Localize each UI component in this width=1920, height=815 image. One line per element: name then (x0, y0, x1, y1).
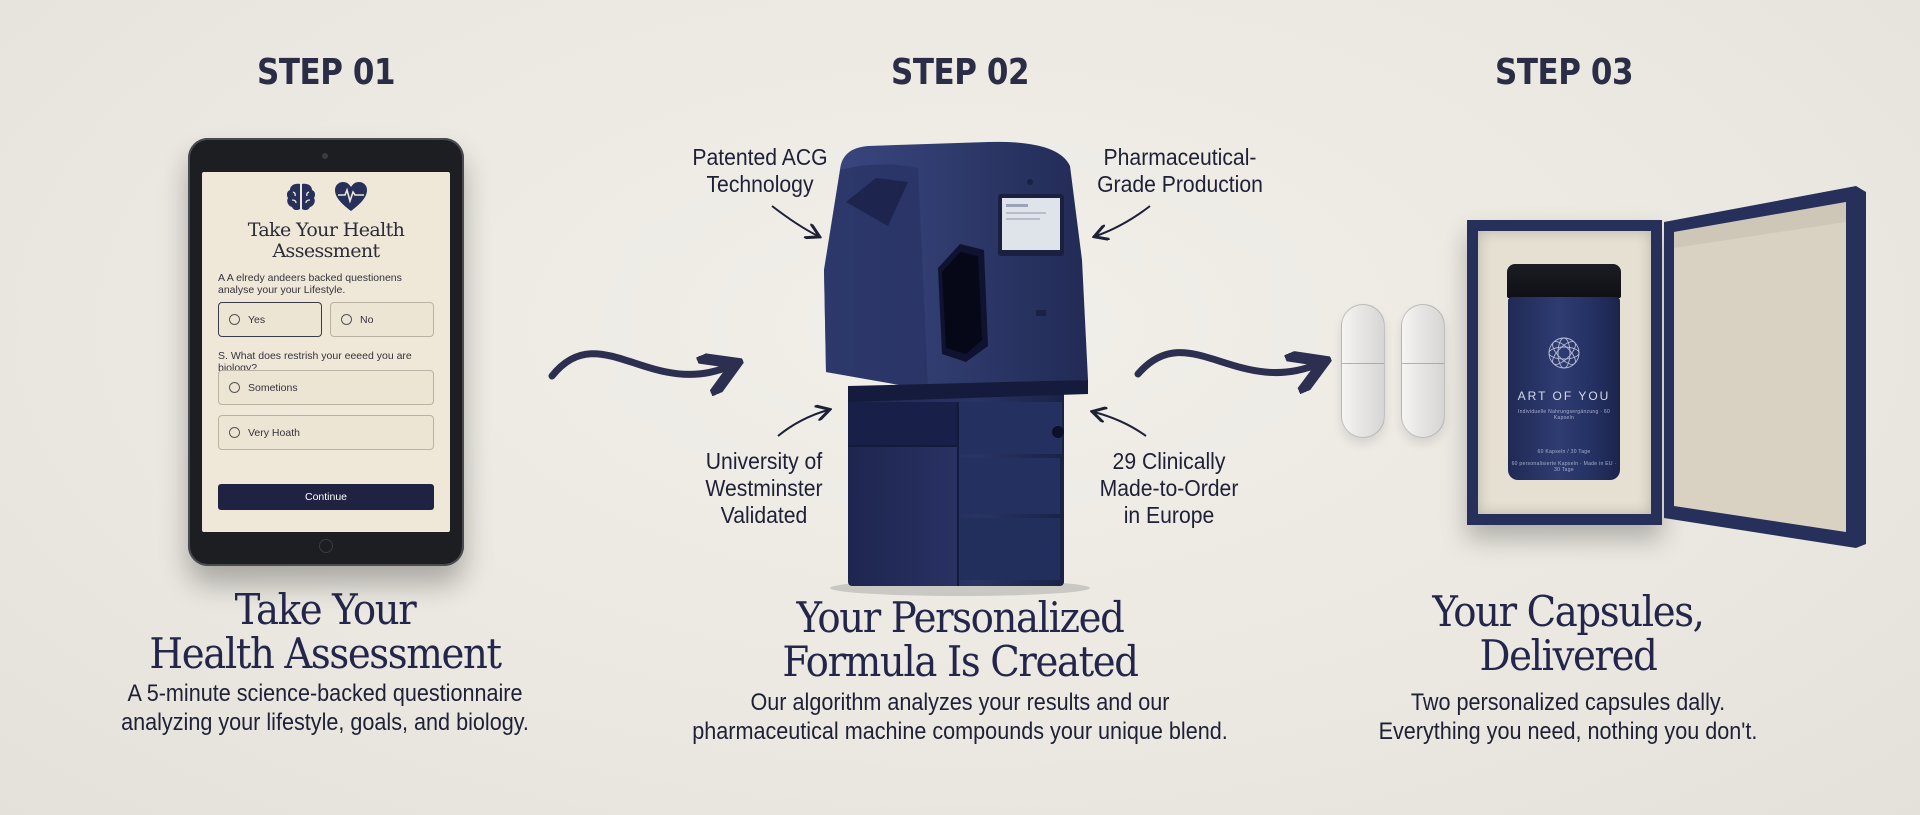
callout-patented-acg-line1: Patented ACG (692, 144, 828, 170)
callout-pharma-grade-line1: Pharmaceutical- (1103, 144, 1257, 170)
tablet-device: Take Your Health Assessment A A elredy a… (188, 138, 464, 566)
step-03-description-line2: Everything you need, nothing you don't. (1378, 718, 1758, 745)
option-sometions-label: Sometions (248, 381, 298, 394)
step-01-description-line1: A 5-minute science-backed questionnaire (127, 680, 523, 707)
step-03-description-line1: Two personalized capsules dally. (1410, 689, 1726, 716)
callout-clinically-made: 29 Clinically Made-to-Order in Europe (1091, 448, 1247, 529)
step-03-description: Two personalized capsules dally. Everyth… (1343, 688, 1793, 746)
callout-patented-acg: Patented ACG Technology (686, 144, 833, 198)
option-sometions[interactable]: Sometions (218, 370, 434, 405)
option-no[interactable]: No (330, 302, 434, 337)
flow-arrow-1-to-2 (548, 350, 730, 376)
callout-clinically-made-line3: in Europe (1123, 502, 1215, 528)
jar-lid (1507, 264, 1621, 298)
assessment-title: Take Your Health Assessment (202, 220, 450, 262)
lotus-logo-icon (1548, 337, 1580, 369)
assessment-title-line1: Take Your Health (247, 219, 405, 241)
step-01-description-line2: analyzing your lifestyle, goals, and bio… (121, 709, 529, 736)
step-02-description-line1: Our algorithm analyzes your results and … (750, 689, 1170, 716)
radio-icon (229, 382, 240, 393)
callout-pharma-grade: Pharmaceutical- Grade Production (1088, 144, 1272, 198)
callout-pharma-grade-line2: Grade Production (1097, 171, 1263, 197)
callout-westminster-line2: Westminster (705, 475, 823, 501)
pointer-arrow (1096, 205, 1151, 236)
jar-fine-print-2: 60 Kapseln / 30 Tage (1537, 449, 1591, 455)
step-03-headline-line1: Your Capsules, (1432, 587, 1705, 636)
question-1-text: A A elredy andeers backed questionens an… (218, 272, 402, 296)
radio-icon (229, 427, 240, 438)
capsule-2 (1401, 304, 1445, 438)
brain-icon (286, 183, 315, 211)
flow-arrow-2-to-3 (1134, 349, 1318, 374)
jar-fine-print-3: 60 personalisierte Kapseln · Made in EU … (1511, 461, 1617, 473)
supplement-jar: ART OF YOU Individuelle Nahrungsergänzun… (1507, 264, 1621, 480)
step-02-headline-line2: Formula Is Created (782, 637, 1139, 686)
callout-westminster-line1: University of (705, 448, 823, 474)
step-01-label: STEP 01 (256, 52, 396, 93)
step-01-headline: Take Your Health Assessment (118, 588, 532, 676)
step-03-label: STEP 03 (1494, 52, 1634, 93)
callout-westminster: University of Westminster Validated (690, 448, 837, 529)
step-02-description-line2: pharmaceutical machine compounds your un… (692, 718, 1228, 745)
radio-icon (229, 314, 240, 325)
step-02-label: STEP 02 (890, 52, 1030, 93)
option-yes[interactable]: Yes (218, 302, 322, 337)
step-01-headline-line1: Take Your (234, 585, 417, 634)
step-03-headline: Your Capsules, Delivered (1334, 590, 1801, 678)
jar-brand-text: ART OF YOU (1517, 389, 1611, 403)
assessment-title-line2: Assessment (272, 240, 380, 262)
radio-icon (341, 314, 352, 325)
callout-clinically-made-line2: Made-to-Order (1099, 475, 1239, 501)
box-lid (1664, 186, 1866, 548)
callout-westminster-line3: Validated (720, 502, 808, 528)
callout-patented-acg-line2: Technology (706, 171, 814, 197)
step-01-headline-line2: Health Assessment (149, 629, 502, 678)
option-no-label: No (360, 313, 374, 326)
callout-clinically-made-line1: 29 Clinically (1112, 448, 1226, 474)
assessment-icons (202, 180, 450, 214)
option-yes-label: Yes (248, 313, 266, 326)
jar-fine-print-1: Individuelle Nahrungsergänzung · 60 Kaps… (1517, 409, 1611, 421)
option-very-hoath-label: Very Hoath (248, 426, 300, 439)
capsule-1 (1341, 304, 1385, 438)
step-02-headline: Your Personalized Formula Is Created (721, 596, 1199, 684)
jar-body: ART OF YOU Individuelle Nahrungsergänzun… (1508, 297, 1620, 480)
step-02-description: Our algorithm analyzes your results and … (672, 688, 1248, 746)
step-03-headline-line2: Delivered (1479, 631, 1658, 680)
continue-button[interactable]: Continue (218, 484, 434, 510)
compounding-machine (824, 141, 1090, 596)
pointer-arrow (771, 205, 818, 236)
step-02-headline-line1: Your Personalized (796, 593, 1125, 642)
heart-pulse-icon (335, 182, 368, 211)
tablet-camera (322, 153, 328, 159)
step-01-description: A 5-minute science-backed questionnaire … (87, 679, 564, 737)
option-very-hoath[interactable]: Very Hoath (218, 415, 434, 450)
tablet-home-button (319, 539, 333, 553)
assessment-screen: Take Your Health Assessment A A elredy a… (202, 172, 450, 532)
